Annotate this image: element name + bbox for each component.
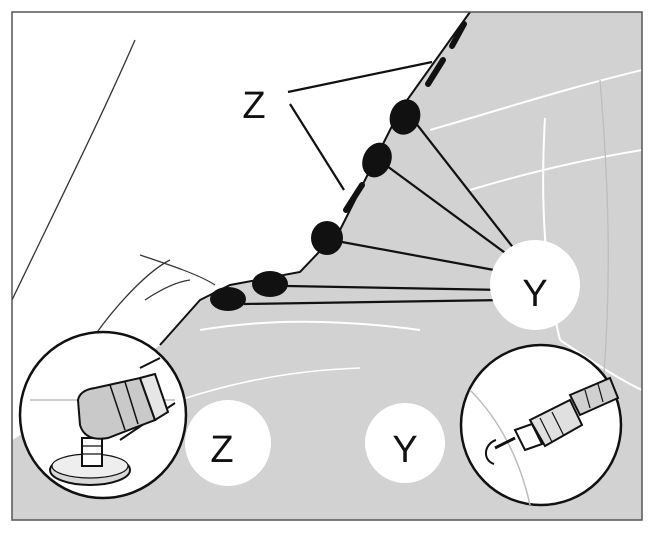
contour-line bbox=[139, 254, 216, 286]
callout-y-label: Y bbox=[522, 273, 547, 315]
z-legend-disc bbox=[185, 400, 271, 486]
legend-y-label: Y bbox=[392, 429, 417, 471]
spot-weld bbox=[389, 99, 421, 135]
y-legend-disc bbox=[365, 403, 445, 483]
sealer-dash bbox=[425, 57, 446, 87]
spot-weld bbox=[311, 221, 343, 255]
panel-crease bbox=[429, 69, 642, 131]
sealer-dash bbox=[449, 21, 467, 49]
panel-crease bbox=[199, 320, 421, 331]
contour-line bbox=[94, 259, 171, 336]
spot-weld bbox=[362, 142, 392, 178]
drill-tool-icon bbox=[459, 343, 623, 507]
y-leader-lines bbox=[243, 121, 516, 306]
y-callout-disc bbox=[490, 240, 580, 330]
spot-weld bbox=[210, 287, 246, 311]
legend-z-label: Z bbox=[210, 429, 233, 471]
frame-border bbox=[11, 11, 643, 521]
sealer-dash bbox=[343, 182, 365, 213]
grinding-tool-icon bbox=[18, 330, 188, 500]
panel-crease bbox=[469, 149, 642, 191]
z-leader-lines bbox=[287, 60, 433, 191]
callout-z-label: Z bbox=[242, 85, 265, 127]
contour-line bbox=[12, 39, 136, 301]
panel-crease bbox=[599, 79, 609, 421]
panel-crease bbox=[179, 367, 361, 401]
upper-panel bbox=[12, 12, 470, 440]
contour-line bbox=[144, 279, 191, 301]
spot-weld bbox=[252, 271, 288, 297]
